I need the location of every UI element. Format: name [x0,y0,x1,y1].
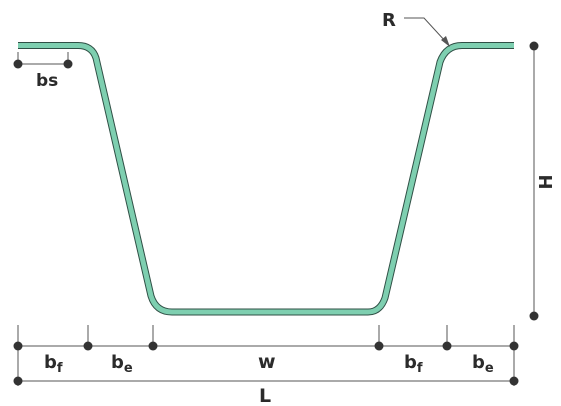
length-dimension: L [13,376,519,406]
be-right-label: be [472,352,494,376]
height-label: H [536,174,557,189]
bs-dimension: bs [13,52,73,91]
segment-dimension: bf be w bf be [13,325,519,386]
bf-left-label: bf [44,352,63,376]
bf-right-label: bf [404,352,423,376]
w-label: w [258,351,276,373]
radius-leader: R [382,10,450,47]
length-label: L [259,385,271,406]
be-left-label: be [111,352,133,376]
profile-sheet-fill [18,43,514,315]
profile-sheet [18,42,514,316]
height-dimension: H [529,41,557,321]
radius-label: R [382,10,396,31]
bs-label: bs [36,71,58,91]
